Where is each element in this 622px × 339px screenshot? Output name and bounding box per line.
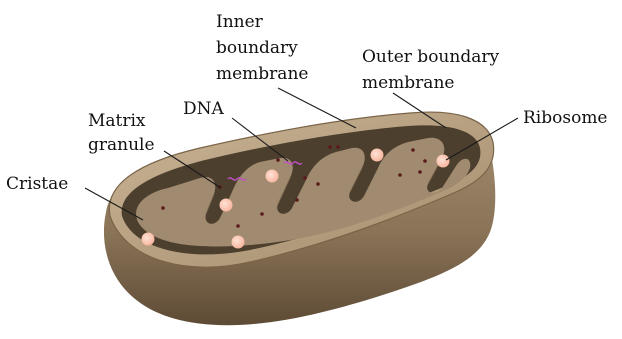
label-outer-membrane-1: Outer boundary [362, 47, 499, 67]
label-matrix-granule-1: Matrix [88, 111, 146, 131]
label-dna: DNA [183, 99, 225, 119]
label-ribosome: Ribosome [523, 108, 608, 128]
label-outer-membrane-2: membrane [362, 73, 454, 93]
label-inner-membrane-1: Inner [216, 12, 264, 32]
label-matrix-granule-2: granule [88, 135, 155, 155]
label-cristae: Cristae [6, 174, 68, 194]
label-inner-membrane-3: membrane [216, 64, 308, 84]
label-inner-membrane-2: boundary [216, 38, 298, 58]
leader-inner-membrane [278, 88, 356, 128]
